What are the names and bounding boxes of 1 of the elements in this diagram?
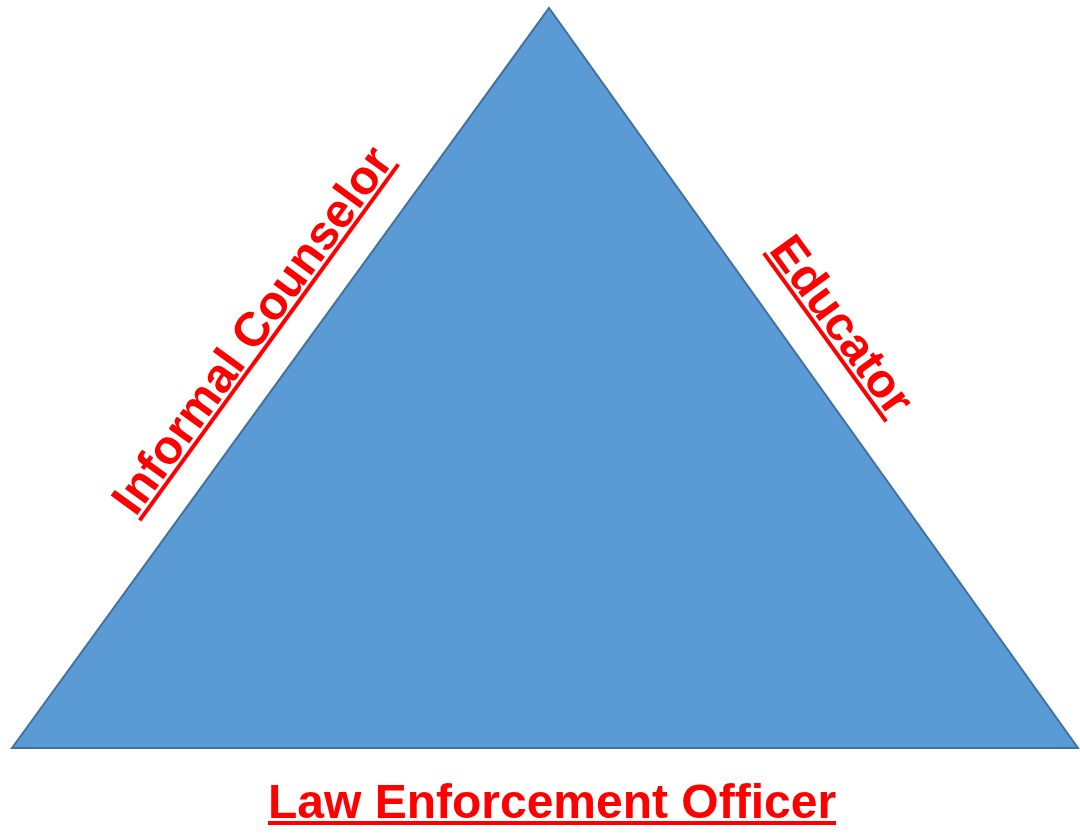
base-label: Law Enforcement Officer bbox=[267, 778, 837, 826]
